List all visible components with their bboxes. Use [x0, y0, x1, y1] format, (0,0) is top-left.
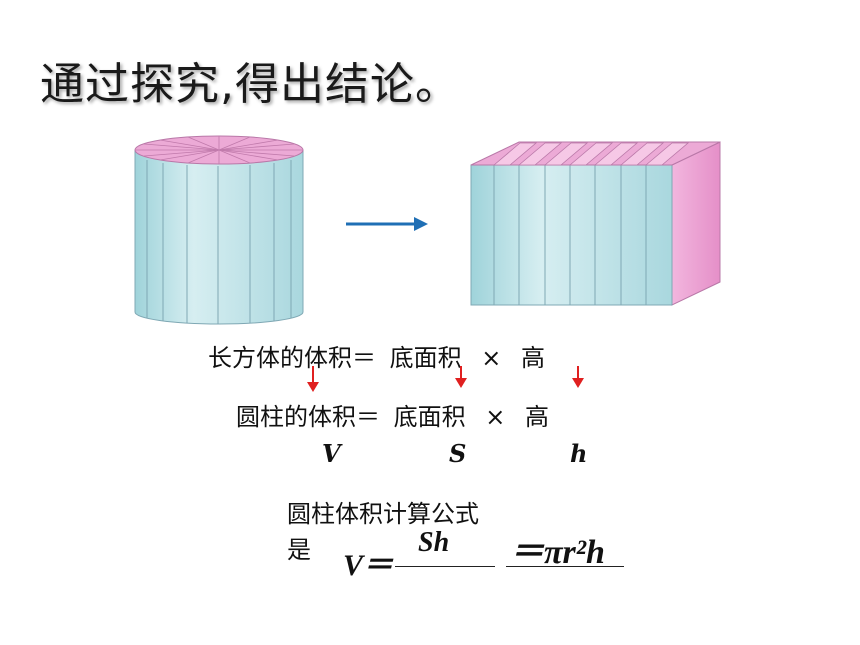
correspondence-arrows [307, 366, 584, 392]
cylinder-volume-label: 圆柱的体积＝ [236, 403, 380, 431]
var-s: S [449, 439, 467, 468]
cuboid-shape [470, 141, 721, 306]
height-label: 高 [521, 344, 546, 372]
formula-lhs: V＝ [343, 549, 394, 582]
answer-sh: Sh [418, 527, 450, 558]
cuboid-volume-label: 长方体的体积＝ [208, 344, 376, 372]
answer-blank-2 [506, 530, 624, 567]
var-v: V [322, 439, 341, 468]
cylinder-volume-row: 圆柱的体积＝ 底面积 × 高 [236, 397, 549, 432]
cylinder-shape [134, 135, 304, 325]
height-label-2: 高 [525, 403, 550, 431]
transform-arrow [346, 217, 428, 231]
times-sign: × [481, 344, 502, 372]
var-h: h [570, 439, 588, 468]
answer-blank-1 [395, 530, 495, 567]
base-area-label: 底面积 [389, 344, 462, 372]
answer-pi-r2-h: ＝πr²h [510, 534, 605, 571]
slide-title: 通过探究,得出结论。 [40, 59, 460, 110]
base-area-label-2: 底面积 [393, 403, 466, 431]
cuboid-volume-row: 长方体的体积＝ 底面积 × 高 [208, 338, 545, 373]
times-sign-2: × [485, 403, 506, 431]
conclusion-text: 圆柱体积计算公式是 [287, 500, 479, 564]
cylinder-to-cuboid-illustration [134, 135, 721, 325]
